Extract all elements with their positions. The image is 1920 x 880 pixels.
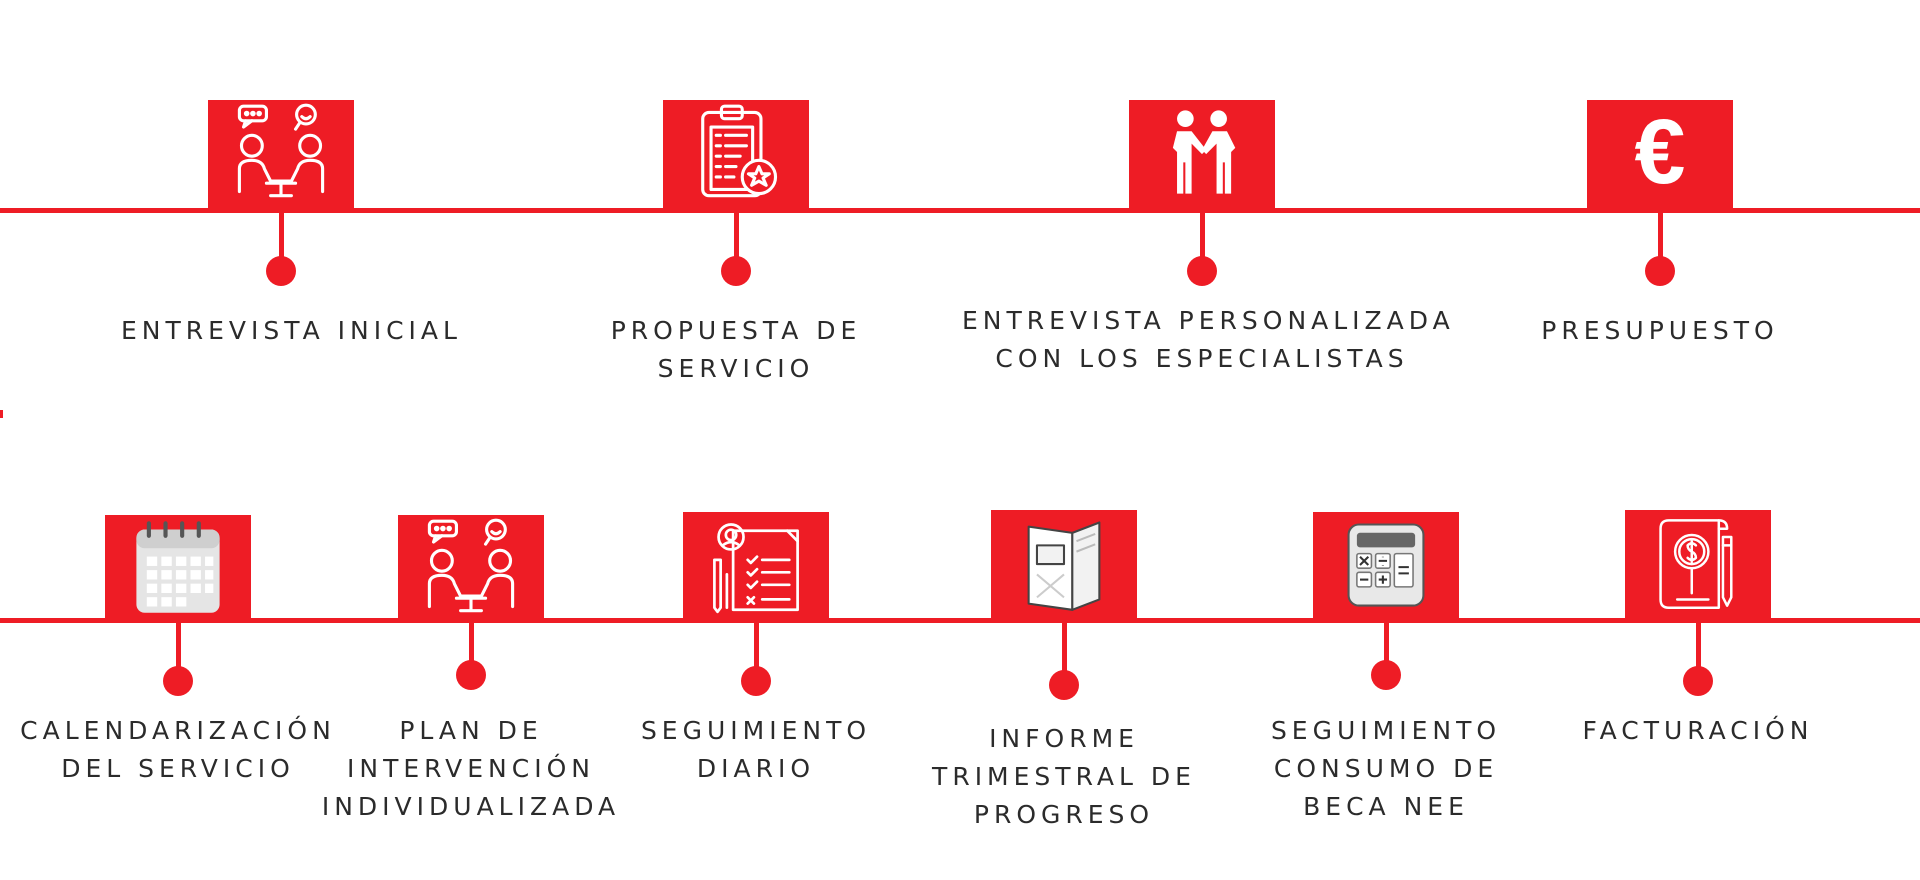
step-label: CALENDARIZACIÓN DEL SERVICIO bbox=[20, 716, 336, 783]
edge-marker bbox=[0, 410, 3, 418]
step-icon-box: € bbox=[1587, 100, 1733, 208]
step-icon-box bbox=[398, 515, 544, 623]
handshake-people-icon bbox=[1150, 100, 1254, 208]
step-node bbox=[1049, 670, 1079, 700]
calendar-icon bbox=[126, 515, 230, 623]
step-connector bbox=[1200, 210, 1205, 264]
invoice-search-icon bbox=[1646, 510, 1750, 618]
step-label: ENTREVISTA PERSONALIZADA CON LOS ESPECIA… bbox=[962, 306, 1455, 373]
clipboard-star-icon bbox=[684, 100, 788, 208]
timeline-row-1 bbox=[0, 208, 1920, 213]
step-connector bbox=[1384, 620, 1389, 668]
calculator-icon bbox=[1334, 512, 1438, 620]
interview-meeting-icon bbox=[229, 100, 333, 208]
svg-text:€: € bbox=[1635, 101, 1686, 203]
step-connector bbox=[1062, 620, 1067, 678]
checklist-person-icon bbox=[704, 512, 808, 620]
step-node bbox=[1683, 666, 1713, 696]
step-label: FACTURACIÓN bbox=[1582, 716, 1814, 745]
step-connector bbox=[176, 620, 181, 674]
step-label: PRESUPUESTO bbox=[1541, 316, 1779, 345]
step-icon-box bbox=[683, 512, 829, 620]
step-node bbox=[1371, 660, 1401, 690]
step-node bbox=[456, 660, 486, 690]
step-icon-box bbox=[1625, 510, 1771, 618]
step-node bbox=[721, 256, 751, 286]
euro-icon: € bbox=[1608, 100, 1712, 208]
step-label: INFORME TRIMESTRAL DE PROGRESO bbox=[932, 724, 1196, 829]
step-icon-box bbox=[991, 510, 1137, 618]
step-connector bbox=[279, 210, 284, 264]
step-node bbox=[741, 666, 771, 696]
step-label: PLAN DE INTERVENCIÓN INDIVIDUALIZADA bbox=[321, 716, 621, 821]
step-connector bbox=[734, 210, 739, 264]
timeline-row-2 bbox=[0, 618, 1920, 623]
interview-meeting-icon bbox=[419, 515, 523, 623]
step-label: ENTREVISTA INICIAL bbox=[121, 316, 462, 345]
step-connector bbox=[1696, 620, 1701, 674]
step-label: SEGUIMIENTO CONSUMO DE BECA NEE bbox=[1270, 716, 1502, 821]
step-icon-box bbox=[208, 100, 354, 208]
step-label: PROPUESTA DE SERVICIO bbox=[610, 316, 862, 383]
step-icon-box bbox=[1129, 100, 1275, 208]
step-connector bbox=[469, 620, 474, 668]
step-connector bbox=[1658, 210, 1663, 264]
folder-report-icon bbox=[1012, 510, 1116, 618]
step-icon-box bbox=[105, 515, 251, 623]
step-node bbox=[1187, 256, 1217, 286]
step-icon-box bbox=[663, 100, 809, 208]
step-connector bbox=[754, 620, 759, 674]
step-label: SEGUIMIENTO DIARIO bbox=[640, 716, 872, 783]
step-node bbox=[1645, 256, 1675, 286]
step-node bbox=[266, 256, 296, 286]
step-icon-box bbox=[1313, 512, 1459, 620]
step-node bbox=[163, 666, 193, 696]
